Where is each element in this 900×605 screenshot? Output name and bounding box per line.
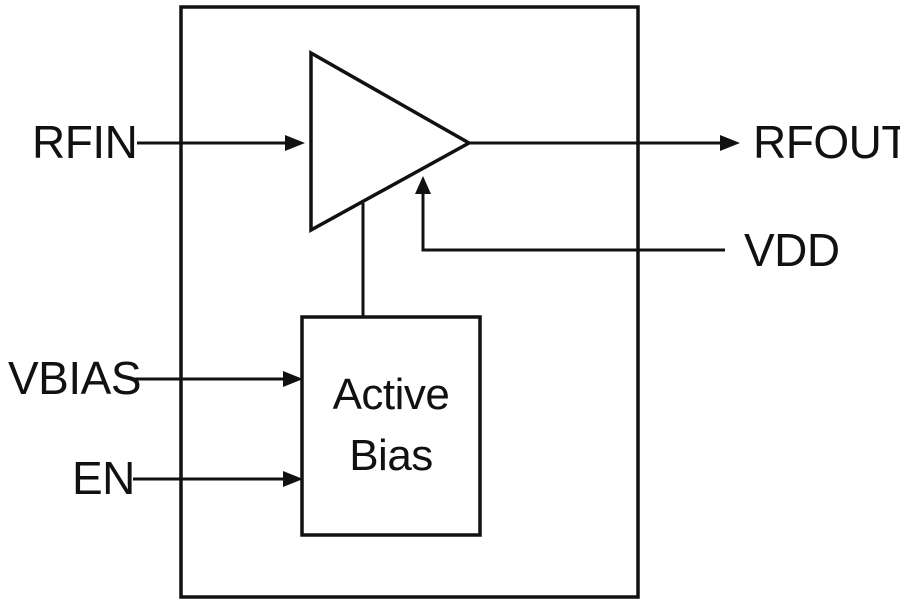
pin-label-rfin: RFIN [32, 116, 137, 168]
arrowhead-vdd [415, 176, 431, 194]
pin-label-en: EN [72, 452, 135, 504]
active-bias-label-line2: Bias [349, 431, 433, 480]
active-bias-rect [300, 315, 482, 537]
arrowhead-en [283, 471, 303, 487]
pin-label-vbias: VBIAS [8, 352, 141, 404]
active-bias-label-line1: Active [333, 370, 450, 419]
wire-vdd [421, 192, 725, 252]
arrowhead-rfout [720, 135, 740, 151]
package-boundary-rect [179, 5, 640, 599]
arrowhead-rfin [285, 135, 305, 151]
amplifier-triangle [309, 49, 473, 233]
arrowhead-vbias [283, 371, 303, 387]
pin-label-rfout: RFOUT [753, 116, 900, 168]
pin-label-vdd: VDD [744, 224, 840, 276]
